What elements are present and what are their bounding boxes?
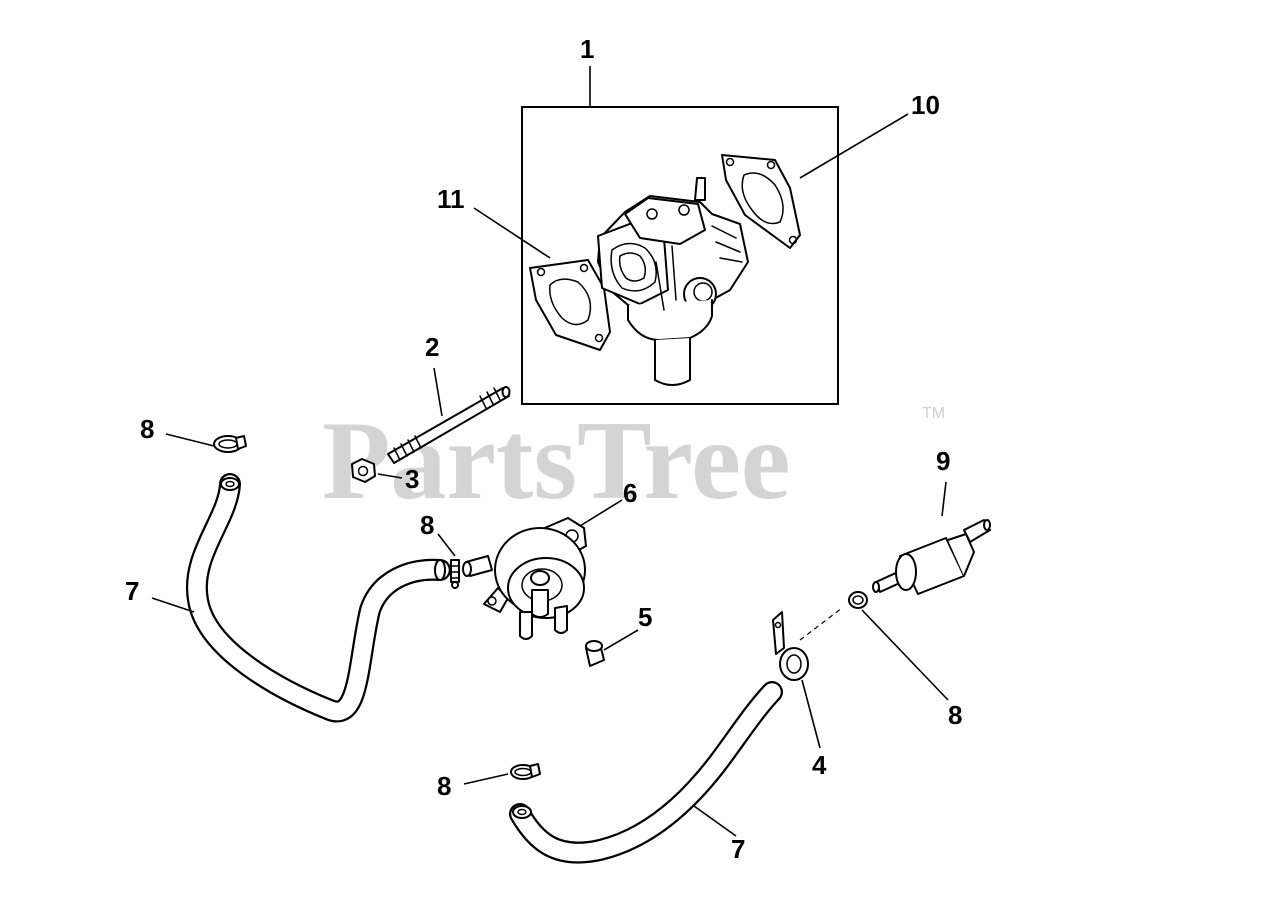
leader-11 (473, 207, 551, 259)
carburetor (597, 177, 749, 386)
leader-5 (603, 629, 639, 651)
callout-3: 3 (405, 464, 419, 494)
leader-4 (801, 679, 821, 749)
clamp-8-pump (450, 559, 460, 589)
callout-8-filter: 8 (948, 700, 962, 730)
leader-7a (151, 597, 195, 613)
leader-3 (377, 473, 403, 479)
clamp-8-bottom (510, 763, 541, 780)
callout-7-left: 7 (125, 576, 139, 606)
leader-10 (799, 113, 909, 179)
callout-8-pump: 8 (420, 510, 434, 540)
hose-clip-4 (772, 611, 809, 681)
watermark-brand: PartsTree (322, 399, 791, 523)
leader-8b (437, 533, 456, 557)
leader-8a (165, 433, 215, 447)
callout-5: 5 (638, 602, 652, 632)
gasket-11 (529, 259, 611, 351)
clamp-8-filter (848, 591, 868, 609)
callout-6: 6 (623, 478, 637, 508)
gasket-10 (721, 154, 801, 249)
clamp-8-top-left (213, 435, 247, 453)
callout-9: 9 (936, 446, 950, 476)
stud-2 (387, 386, 511, 464)
watermark-trademark: TM (922, 405, 945, 422)
screw-5 (585, 640, 605, 667)
callout-7-bottom: 7 (731, 834, 745, 864)
callout-11: 11 (437, 184, 465, 214)
nut-3 (351, 458, 376, 483)
callout-8-bottom: 8 (437, 771, 451, 801)
callout-4: 4 (812, 750, 827, 780)
dashed-connector (799, 607, 843, 641)
leader-6 (579, 499, 623, 527)
leader-8c (861, 609, 949, 701)
carburetor-assembly-box (521, 106, 839, 405)
fuel-filter-9 (872, 519, 991, 595)
leader-7b (693, 805, 737, 837)
callout-1: 1 (580, 34, 594, 64)
callout-2: 2 (425, 332, 439, 362)
leader-2 (433, 367, 443, 417)
fuel-hose-7-left (185, 473, 451, 723)
fuel-pump-6 (462, 517, 587, 640)
fuel-hose-7-bottom (509, 681, 783, 864)
callout-8-top-left: 8 (140, 414, 154, 444)
leader-9 (941, 481, 947, 517)
callout-10: 10 (911, 90, 940, 120)
leader-8d (463, 773, 509, 785)
